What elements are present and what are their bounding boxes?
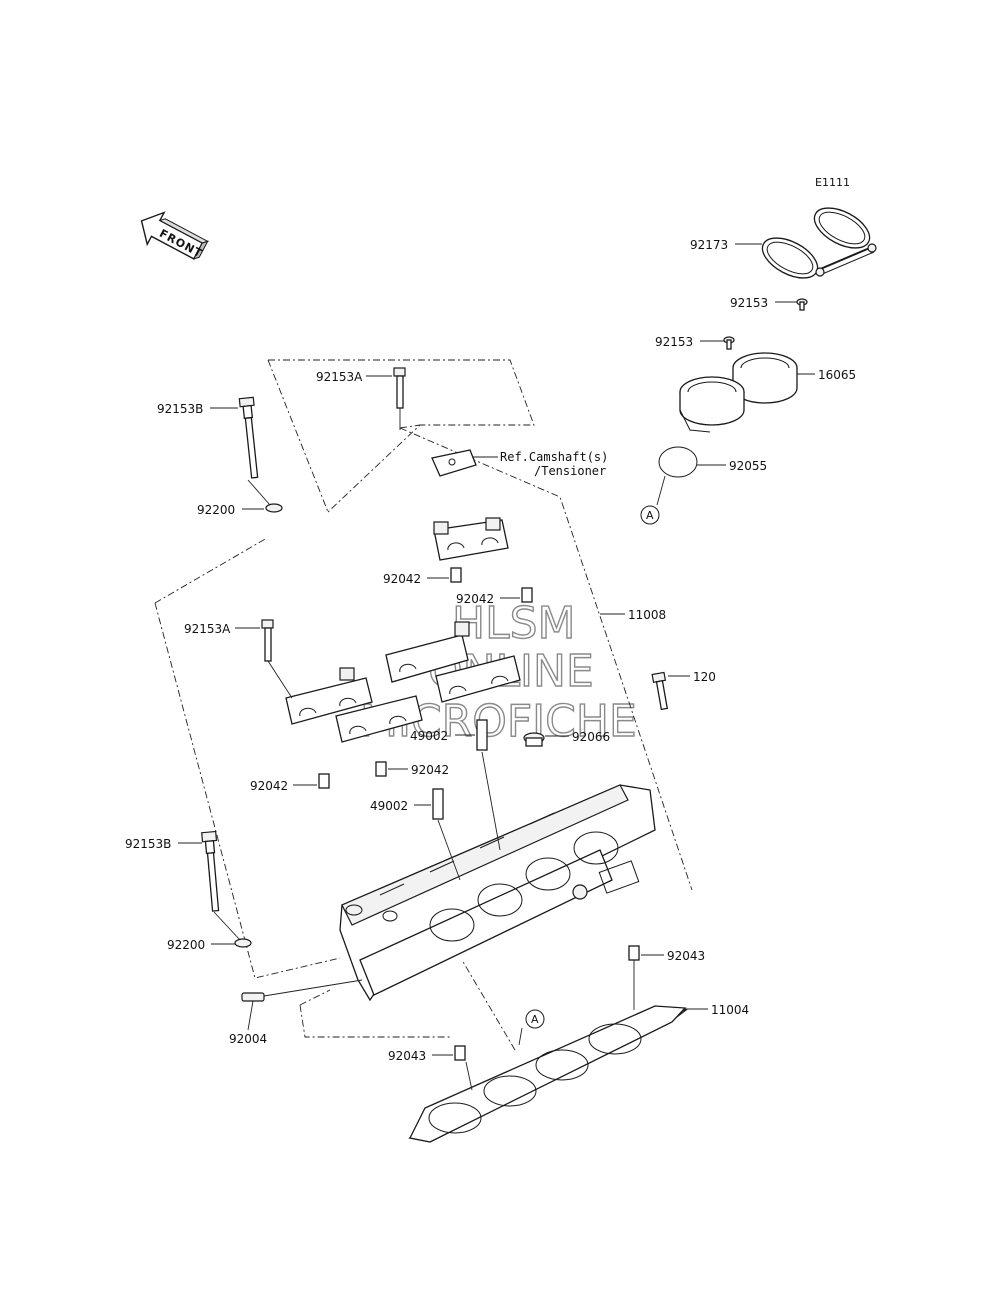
- label-92153A-mid: 92153A: [184, 622, 231, 636]
- bolt-92153B-top: [238, 396, 259, 479]
- assembly-frames: [154, 359, 693, 1051]
- label-120: 120: [693, 670, 716, 684]
- label-92004: 92004: [229, 1032, 267, 1046]
- label-92153B-top: 92153B: [157, 402, 203, 416]
- circle-marker-a-top: A: [640, 505, 660, 525]
- label-92153B-bottom: 92153B: [125, 837, 171, 851]
- watermark-line-1: HLSM: [452, 598, 576, 649]
- ref-note-line-1: Ref.Camshaft(s): [500, 450, 608, 464]
- bolt-92153A-mid: [261, 619, 274, 662]
- dowel-92043-b: [454, 1045, 466, 1061]
- dowel-92042-d: [318, 773, 330, 789]
- front-arrow-icon: FRONT: [140, 211, 209, 260]
- circle-marker-a-bottom: A: [525, 1009, 545, 1029]
- screw-92153-middle: [723, 336, 735, 350]
- label-92153-middle: 92153: [655, 335, 693, 349]
- cylinder-head-11008: [339, 784, 656, 1002]
- label-11008: 11008: [628, 608, 666, 622]
- leader-lines: [178, 243, 815, 1091]
- dowel-92042-a: [450, 567, 462, 583]
- label-16065: 16065: [818, 368, 856, 382]
- guide-49002-a: [476, 719, 488, 751]
- cam-cap-left-upper: [285, 667, 373, 725]
- label-92153-upper: 92153: [730, 296, 768, 310]
- label-49002-a: 49002: [410, 729, 448, 743]
- marker-a-top-label: A: [646, 509, 654, 522]
- part-labels: 92173 92153 92153 16065 92055 92153A 921…: [125, 238, 856, 1063]
- label-92043-a: 92043: [667, 949, 705, 963]
- cam-cap-left-lower: [335, 695, 423, 743]
- ref-note-line-2: /Tensioner: [534, 464, 606, 478]
- bolt-92153A-top: [393, 367, 406, 409]
- label-92200-top: 92200: [197, 503, 235, 517]
- cam-cap-right-lower: [435, 655, 521, 703]
- label-92200-bottom: 92200: [167, 938, 205, 952]
- guide-49002-b: [432, 788, 444, 820]
- washer-92200-bottom: [234, 938, 252, 948]
- bolt-120: [651, 671, 669, 711]
- cam-cap-upper: [433, 517, 509, 561]
- head-gasket-11004: [408, 1005, 689, 1143]
- bolt-92153B-bottom: [201, 830, 220, 912]
- dowel-92042-b: [521, 587, 533, 603]
- marker-a-bottom-label: A: [531, 1013, 539, 1026]
- diagram-id: E1111: [815, 176, 850, 189]
- label-49002-b: 49002: [370, 799, 408, 813]
- label-92055: 92055: [729, 459, 767, 473]
- label-11004: 11004: [711, 1003, 749, 1017]
- plug-92066: [523, 732, 545, 747]
- holder-16065: [679, 352, 798, 433]
- dowel-92043-a: [628, 945, 640, 961]
- label-92043-b: 92043: [388, 1049, 426, 1063]
- dowel-92042-c: [375, 761, 387, 777]
- label-92042-a: 92042: [383, 572, 421, 586]
- cam-cap-right-upper: [385, 621, 470, 683]
- clamps-92173: [761, 207, 877, 279]
- label-92153A-top: 92153A: [316, 370, 363, 384]
- stud-92004: [241, 992, 265, 1002]
- label-92042-b: 92042: [456, 592, 494, 606]
- screw-92153-upper: [796, 298, 808, 311]
- label-92173: 92173: [690, 238, 728, 252]
- label-92042-d: 92042: [250, 779, 288, 793]
- camshaft-tensioner-plate: [431, 449, 477, 477]
- reference-note: Ref.Camshaft(s) /Tensioner: [500, 450, 608, 478]
- label-92066: 92066: [572, 730, 610, 744]
- o-ring-92055: [658, 446, 698, 478]
- label-92042-c: 92042: [411, 763, 449, 777]
- washer-92200-top: [265, 503, 283, 513]
